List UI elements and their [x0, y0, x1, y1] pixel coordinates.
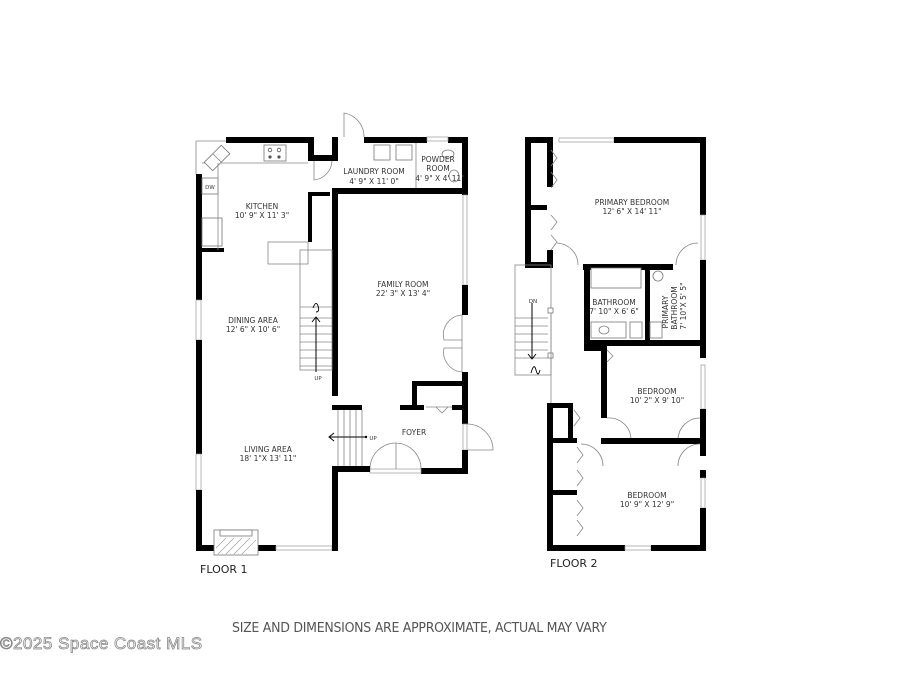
family-room-label: FAMILY ROOM — [377, 280, 428, 289]
floor-1-plan — [195, 112, 494, 556]
laundry-room-label: LAUNDRY ROOM — [343, 167, 405, 176]
kitchen-label: KITCHEN — [246, 202, 279, 211]
floor-2-plan — [514, 137, 706, 551]
primary-bathroom-dims: 7' 10"X 5' 5" — [679, 282, 688, 329]
primary-bathroom-label-2: BATHROOM — [670, 286, 679, 329]
family-room-dims: 22' 3" X 13' 4" — [376, 289, 430, 298]
primary-bedroom-label: PRIMARY BEDROOM — [595, 198, 669, 207]
stairs-up-label: UP — [314, 376, 322, 382]
dining-area-dims: 12' 6" X 10' 6" — [226, 325, 280, 334]
floor-2-labels: PRIMARY BEDROOM 12' 6" X 14' 11" BATHROO… — [529, 198, 688, 570]
laundry-room-dims: 4' 9" X 11' 0" — [349, 177, 399, 186]
stairs-up-label-2: UP — [369, 436, 377, 442]
dishwasher-label: DW — [205, 185, 215, 191]
bathroom-dims: 7' 10" X 6' 6" — [589, 307, 639, 316]
floor-1-title: FLOOR 1 — [200, 563, 248, 576]
bedroom-1-label: BEDROOM — [637, 387, 676, 396]
primary-bedroom-dims: 12' 6" X 14' 11" — [602, 207, 661, 216]
living-area-dims: 18' 1"X 13' 11" — [240, 454, 297, 463]
bathroom-label: BATHROOM — [592, 298, 635, 307]
floor-2-title: FLOOR 2 — [550, 557, 598, 570]
powder-room-label: POWDER — [421, 155, 455, 164]
disclaimer-text: SIZE AND DIMENSIONS ARE APPROXIMATE, ACT… — [232, 620, 607, 636]
powder-room-dims: 4' 9" X 4' 11" — [415, 174, 465, 183]
bedroom-2-dims: 10' 9" X 12' 9" — [620, 500, 674, 509]
floor-1-labels: KITCHEN 10' 9" X 11' 3" LAUNDRY ROOM 4' … — [200, 155, 465, 576]
powder-room-label-2: ROOM — [426, 164, 450, 173]
bedroom-2-label: BEDROOM — [627, 491, 666, 500]
bedroom-1-dims: 10' 2" X 9' 10" — [630, 396, 684, 405]
kitchen-dims: 10' 9" X 11' 3" — [235, 211, 289, 220]
foyer-label: FOYER — [402, 428, 426, 437]
dining-area-label: DINING AREA — [228, 316, 279, 325]
primary-bathroom-label: PRIMARY — [661, 295, 670, 328]
stairs-down-label: DN — [529, 299, 537, 305]
copyright-watermark: ©2025 Space Coast MLS — [0, 634, 203, 654]
living-area-label: LIVING AREA — [244, 445, 293, 454]
